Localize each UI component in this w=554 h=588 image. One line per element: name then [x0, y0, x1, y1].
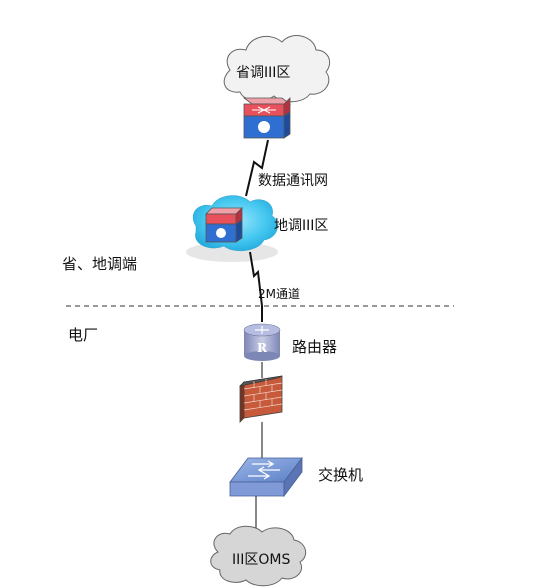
svg-text:R: R: [257, 341, 268, 355]
switch-icon: [229, 456, 303, 498]
channel-2m-label: 2M通道: [258, 287, 300, 301]
lightning-link-top: [245, 139, 269, 197]
provincial-zone-label: 省调III区: [236, 65, 291, 81]
oms-cloud-icon: [210, 525, 307, 587]
router-icon: R: [243, 323, 281, 361]
brick-firewall-icon: [239, 375, 283, 423]
oms-zone-label: III区OMS: [232, 552, 291, 568]
switch-label: 交换机: [318, 466, 364, 484]
data-network-label: 数据通讯网: [258, 173, 328, 189]
side-label: 省、地调端: [62, 255, 138, 273]
router-label: 路由器: [292, 338, 338, 356]
district-device-icon: [205, 207, 243, 243]
power-plant-label: 电厂: [68, 326, 99, 344]
provincial-device-icon: [242, 97, 292, 139]
district-zone-label: 地调III区: [274, 218, 329, 234]
lightning-link-2m: [249, 251, 263, 322]
